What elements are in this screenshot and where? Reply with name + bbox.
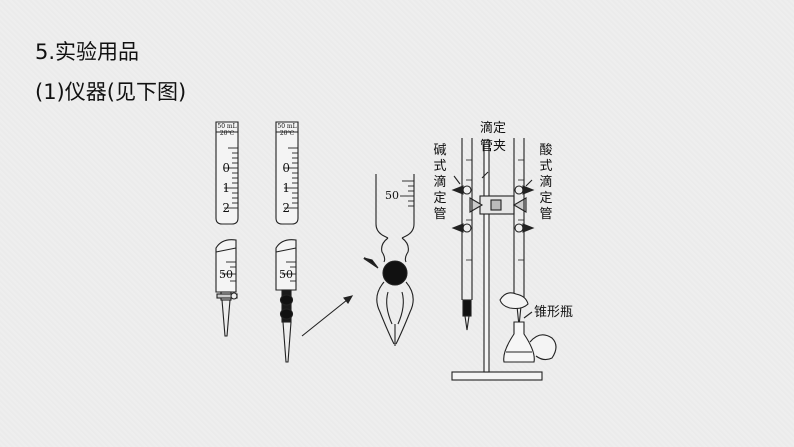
base-burette-temp-label: 20℃ [280,130,295,137]
conical-flask-label: 锥形瓶 [534,305,573,320]
base-burette-label-char-4: 定 [433,191,446,206]
acid-scale-2: 2 [222,201,230,215]
base-burette-volume-label: 50 mL [277,123,296,130]
base-scale-0: 0 [282,161,290,175]
base-burette-label-char-5: 管 [433,207,446,222]
enlarged-bead-drawing [363,174,415,346]
base-burette-label-char-2: 式 [433,159,446,174]
acid-burette-label-char-1: 酸 [539,143,552,158]
acid-burette-volume-label: 50 mL [217,123,236,130]
base-burette-label-char-1: 碱 [433,143,446,158]
acid-lower-mark: 50 [219,268,233,281]
base-scale-2: 2 [282,201,290,215]
clamp-label-line-2: 管夹 [480,139,506,154]
acid-scale-1: 1 [222,181,230,195]
acid-burette-label-char-5: 管 [539,207,552,222]
acid-burette-drawing [215,121,239,337]
titration-stand-drawing [451,138,557,381]
base-lower-mark: 50 [279,268,293,281]
base-scale-1: 1 [282,181,290,195]
clamp-label-line-1: 滴定 [480,120,506,136]
section-heading: 5.实验用品 [35,40,140,64]
enlarged-mark: 50 [385,189,399,202]
acid-burette-label-char-4: 定 [539,191,552,206]
acid-scale-0: 0 [222,161,230,175]
pointer-arrow [301,295,353,337]
acid-burette-label-char-3: 滴 [539,174,552,190]
base-burette-drawing [275,121,299,363]
acid-burette-temp-label: 20℃ [220,130,235,137]
base-burette-label-char-3: 滴 [433,174,446,190]
acid-burette-label-char-2: 式 [539,159,552,174]
subheading: (1)仪器(见下图) [35,80,187,104]
